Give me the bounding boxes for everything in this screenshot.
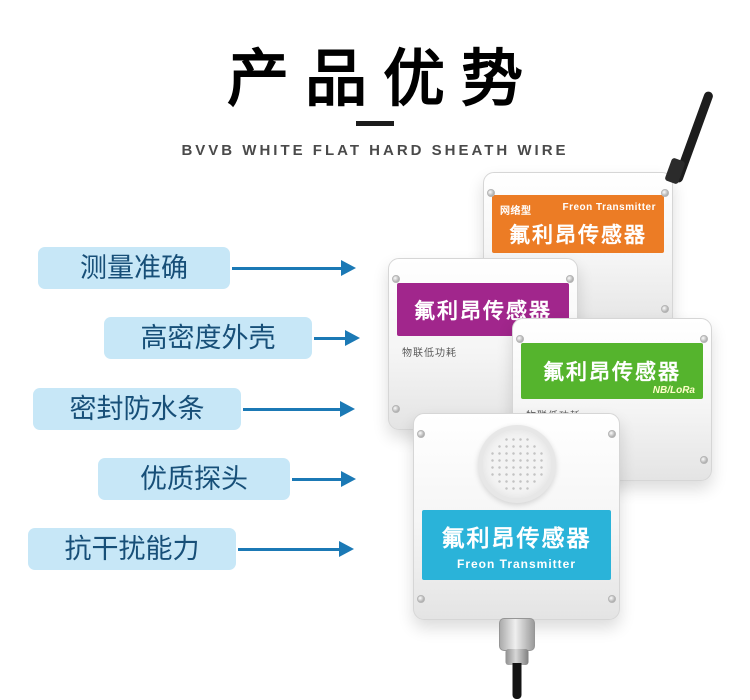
feature-pill: 抗干扰能力: [28, 528, 236, 570]
screw-icon: [487, 189, 495, 197]
device-name: 氟利昂传感器: [441, 525, 592, 551]
screw-icon: [417, 430, 425, 438]
feature-row-anti-interference: 抗干扰能力: [28, 528, 354, 570]
screw-icon: [608, 595, 616, 603]
cable-gland-icon: [498, 618, 535, 651]
screw-icon: [417, 595, 425, 603]
arrow-right-icon: [238, 540, 354, 557]
arrow-right-icon: [232, 259, 356, 276]
device-label-panel: 氟利昂传感器 NB/LoRa: [521, 343, 703, 399]
screw-icon: [661, 305, 669, 313]
sensor-device-cyan: 氟利昂传感器 Freon Transmitter: [413, 413, 620, 699]
feature-pill: 优质探头: [98, 458, 290, 500]
device-type-tag: 网络型: [500, 206, 532, 217]
screw-icon: [566, 275, 574, 283]
arrow-right-icon: [292, 470, 356, 487]
device-label-panel: 氟利昂传感器 Freon Transmitter: [422, 510, 611, 580]
feature-pill: 测量准确: [38, 247, 230, 289]
screw-icon: [608, 430, 616, 438]
screw-icon: [700, 335, 708, 343]
feature-row-quality-probe: 优质探头: [98, 458, 356, 500]
cable-icon: [512, 663, 521, 699]
device-name: 氟利昂传感器: [509, 224, 647, 247]
screw-icon: [392, 275, 400, 283]
screw-icon: [392, 405, 400, 413]
arrow-right-icon: [243, 400, 355, 417]
arrow-right-icon: [314, 329, 360, 346]
device-name: 氟利昂传感器: [414, 299, 552, 323]
title-divider: [356, 121, 394, 126]
device-subtitle-en: Freon Transmitter: [456, 557, 577, 571]
screw-icon: [661, 189, 669, 197]
feature-pill: 高密度外壳: [104, 317, 312, 359]
screw-icon: [516, 335, 524, 343]
page-subtitle: BVVB WHITE FLAT HARD SHEATH WIRE: [181, 142, 569, 159]
feature-row-accurate-measurement: 测量准确: [38, 247, 356, 289]
sensor-probe-icon: [477, 425, 556, 503]
device-label-panel: 网络型 Freon Transmitter 氟利昂传感器: [492, 195, 664, 253]
feature-pill: 密封防水条: [33, 388, 241, 430]
cable-gland-neck-icon: [505, 649, 528, 665]
feature-row-high-density-shell: 高密度外壳: [104, 317, 360, 359]
page-title: 产品优势: [226, 45, 539, 114]
screw-icon: [700, 456, 708, 464]
device-subtitle-en: Freon Transmitter: [562, 202, 656, 213]
feature-row-waterproof-seal: 密封防水条: [33, 388, 355, 430]
device-badge: NB/LoRa: [652, 385, 695, 396]
device-label-topline: 网络型 Freon Transmitter: [492, 199, 664, 217]
device-name: 氟利昂传感器: [543, 361, 681, 384]
device-note: 物联低功耗: [402, 348, 457, 359]
